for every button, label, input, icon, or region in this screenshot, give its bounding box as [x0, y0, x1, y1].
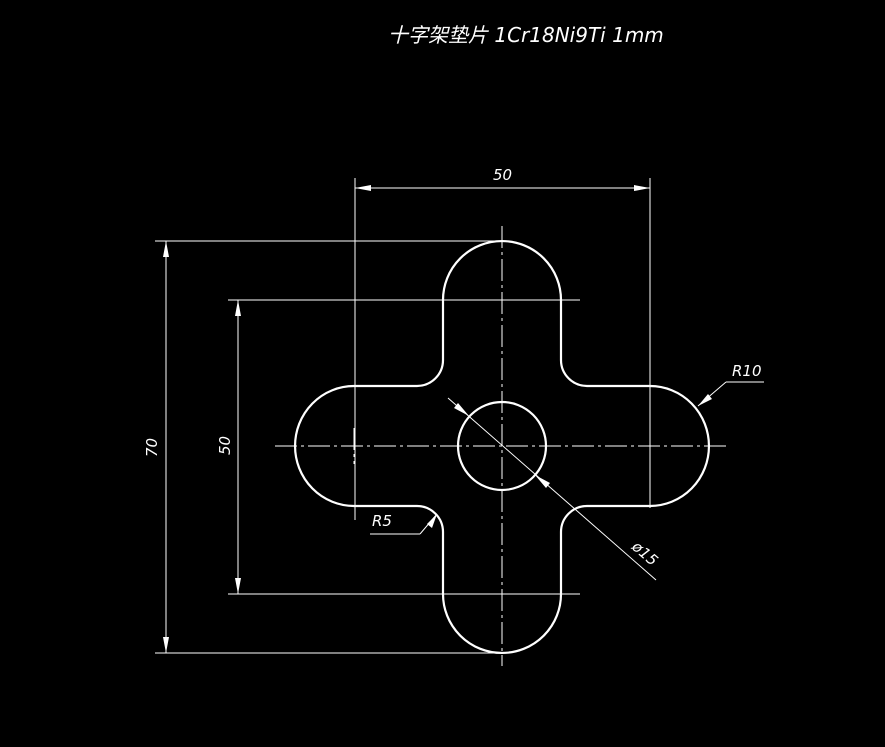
top-width-dimension: 50: [354, 166, 651, 520]
arrowhead: [634, 185, 650, 191]
large-radius-label: R10: [732, 362, 762, 380]
arrowhead: [235, 300, 241, 316]
arrowhead: [163, 637, 169, 653]
diameter-leader-line: [447, 397, 657, 581]
inner-height-label: 50: [216, 436, 234, 455]
arrowhead: [535, 475, 550, 488]
center-hole: [456, 400, 548, 492]
top-width-label: 50: [493, 166, 512, 184]
large-radius-callout: R10: [697, 362, 764, 407]
drawing-title: 十字架垫片 1Cr18Ni9Ti 1mm: [388, 23, 664, 47]
centerlines: [275, 226, 728, 666]
arrowhead: [163, 241, 169, 257]
outer-height-dimension: 70: [143, 240, 502, 654]
arrowhead: [355, 185, 371, 191]
arrowhead: [698, 394, 712, 406]
outer-height-label: 70: [143, 438, 161, 457]
arrowhead: [235, 578, 241, 594]
hole-diameter-label: ø15: [628, 537, 662, 570]
inner-height-dimension: 50: [216, 299, 580, 595]
arrowhead: [427, 514, 437, 528]
fillet-radius-label: R5: [372, 512, 392, 530]
arrowhead: [454, 403, 469, 416]
hole-diameter-callout: ø15: [447, 397, 662, 581]
fillet-radius-callout: R5: [370, 512, 438, 535]
